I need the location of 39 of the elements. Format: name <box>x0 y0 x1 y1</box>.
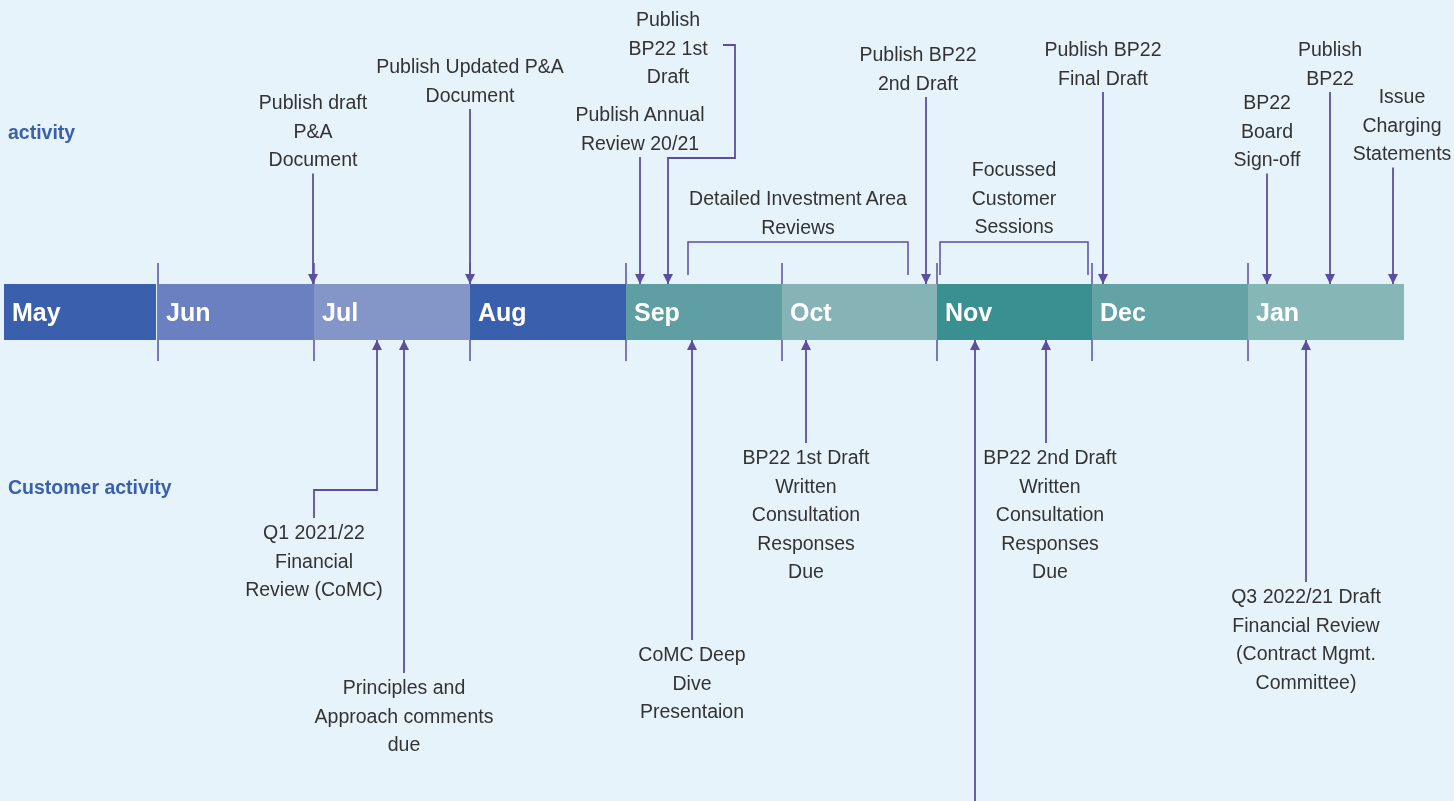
arrow <box>1262 172 1272 285</box>
milestone-text: Principles and Approach comments due <box>314 673 494 759</box>
arrow <box>313 339 382 519</box>
month-segment: Nov <box>937 284 1093 340</box>
arrow <box>921 96 931 285</box>
milestone-text: BP22 1st Draft Written Consultation Responses Due <box>741 443 871 586</box>
arrow <box>687 339 697 641</box>
arrow <box>1098 91 1108 285</box>
row-heading: activity <box>8 120 76 145</box>
month-segment: Jun <box>158 284 314 340</box>
milestone-text: Publish BP22 1st Draft <box>613 5 723 91</box>
row-heading: Customer activity <box>8 475 172 500</box>
milestone-text: CoMC Deep Dive Presentaion <box>627 640 757 726</box>
arrow <box>635 156 645 285</box>
month-segment: Oct <box>782 284 938 340</box>
arrow <box>1388 166 1398 285</box>
period-label: Focussed Customer Sessions <box>970 157 1058 239</box>
month-segment: Aug <box>470 284 626 340</box>
milestone-text: Publish BP22 2nd Draft <box>848 40 988 97</box>
milestone-text: Publish BP22 Final Draft <box>1028 35 1178 92</box>
arrow <box>970 339 980 801</box>
month-segment: Jan <box>1248 284 1404 340</box>
milestone-text: BP22 2nd Draft Written Consultation Responses Due <box>982 443 1118 586</box>
arrow <box>1041 339 1051 444</box>
month-segment: May <box>4 284 156 340</box>
arrow <box>399 339 409 674</box>
arrow <box>801 339 811 444</box>
month-segment: Jul <box>314 284 470 340</box>
arrow <box>663 44 736 285</box>
milestone-text: Q3 2022/21 Draft Financial Review (Contract Mgmt. Committee) <box>1231 582 1381 753</box>
arrow <box>308 172 318 285</box>
month-segment: Sep <box>626 284 782 340</box>
arrow <box>1325 91 1335 285</box>
arrow <box>1301 339 1311 583</box>
milestone-text: Q1 2021/22 Financial Review (CoMC) <box>244 518 384 661</box>
arrow <box>465 108 475 285</box>
milestone-text: Publish draft P&A Document <box>248 88 378 174</box>
period-label: Detailed Investment Area Reviews <box>688 186 908 240</box>
month-segment: Dec <box>1092 284 1248 340</box>
